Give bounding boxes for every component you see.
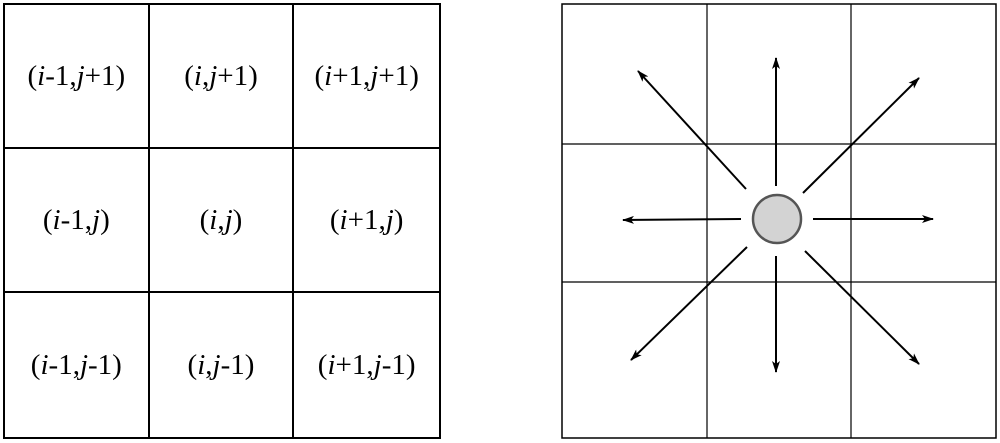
arrow-west [622, 215, 742, 224]
cell-i-minus1-j-plus1: (i-1,j+1) [5, 5, 150, 149]
diagram-grid [561, 3, 997, 439]
cell-i-j-plus1: (i,j+1) [149, 5, 295, 149]
arrow-south-east [804, 250, 920, 365]
arrow-diagram [561, 3, 997, 439]
diagram-border [561, 3, 997, 439]
cell-i-j-minus1: (i,j-1) [150, 293, 295, 437]
direction-arrows [622, 57, 934, 373]
center-node [751, 193, 803, 245]
cell-i-minus1-j: (i-1,j) [5, 149, 150, 293]
arrow-north-west [637, 70, 747, 190]
cell-i-minus1-j-minus1: (i-1,j-1) [5, 293, 150, 437]
cell-i-plus1-j: (i+1,j) [294, 149, 439, 293]
cell-i-plus1-j-plus1: (i+1,j+1) [294, 5, 439, 149]
cell-i-plus1-j-minus1: (i+1,j-1) [317, 348, 416, 381]
arrow-north-east [802, 77, 920, 194]
arrow-south-west [630, 246, 748, 361]
cell-i-j: (i,j) [149, 149, 295, 293]
neighbor-grid: (i-1,j+1) (i,j+1) (i+1,j+1) (i-1,j) (i,j… [3, 3, 441, 439]
